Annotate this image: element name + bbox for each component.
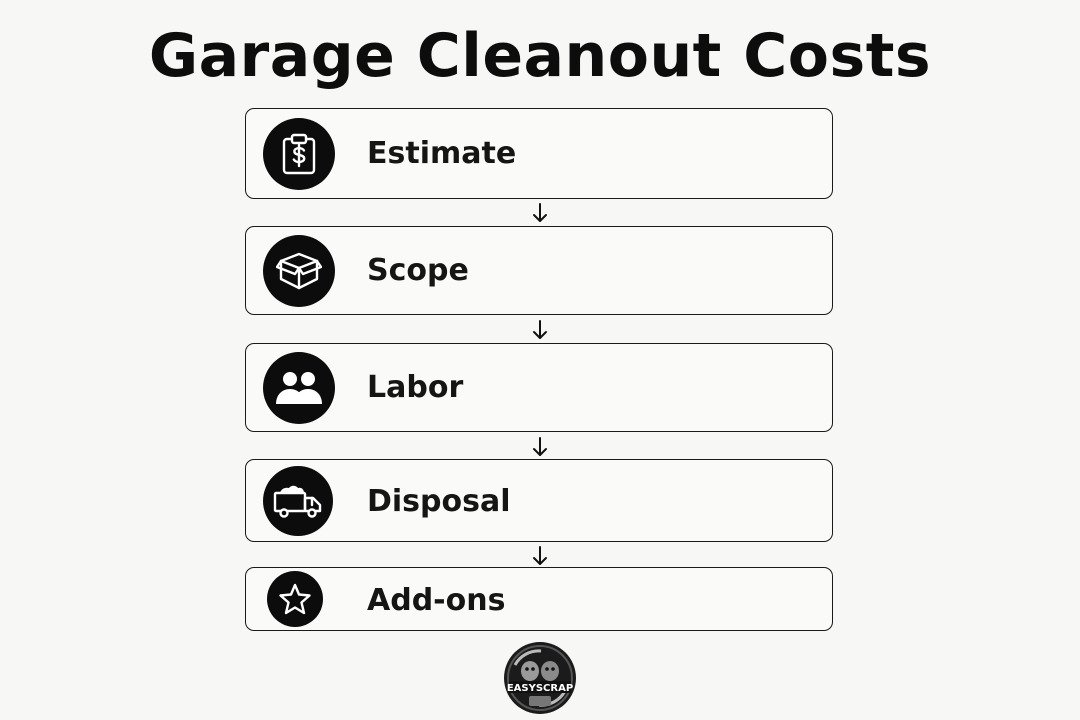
logo-text: EASYSCRAP <box>507 683 573 694</box>
step-scope: Scope <box>245 226 833 315</box>
arrow-down-icon <box>531 319 549 341</box>
step-label: Estimate <box>367 136 517 171</box>
arrow-down-icon <box>531 436 549 458</box>
step-label: Add-ons <box>367 583 506 618</box>
step-disposal: Disposal <box>245 459 833 542</box>
people-icon <box>263 352 335 424</box>
easyscrap-logo-icon: EASYSCRAP <box>503 641 577 715</box>
step-label: Disposal <box>367 484 511 519</box>
dump-truck-icon <box>263 466 333 536</box>
step-label: Labor <box>367 370 464 405</box>
clipboard-dollar-icon <box>263 118 335 190</box>
step-labor: Labor <box>245 343 833 432</box>
page-title: Garage Cleanout Costs <box>148 21 932 91</box>
star-icon <box>267 571 323 627</box>
step-add-ons: Add-ons <box>245 567 833 631</box>
arrow-down-icon <box>531 202 549 224</box>
open-box-icon <box>263 235 335 307</box>
step-estimate: Estimate <box>245 108 833 199</box>
step-label: Scope <box>367 253 469 288</box>
arrow-down-icon <box>531 545 549 567</box>
